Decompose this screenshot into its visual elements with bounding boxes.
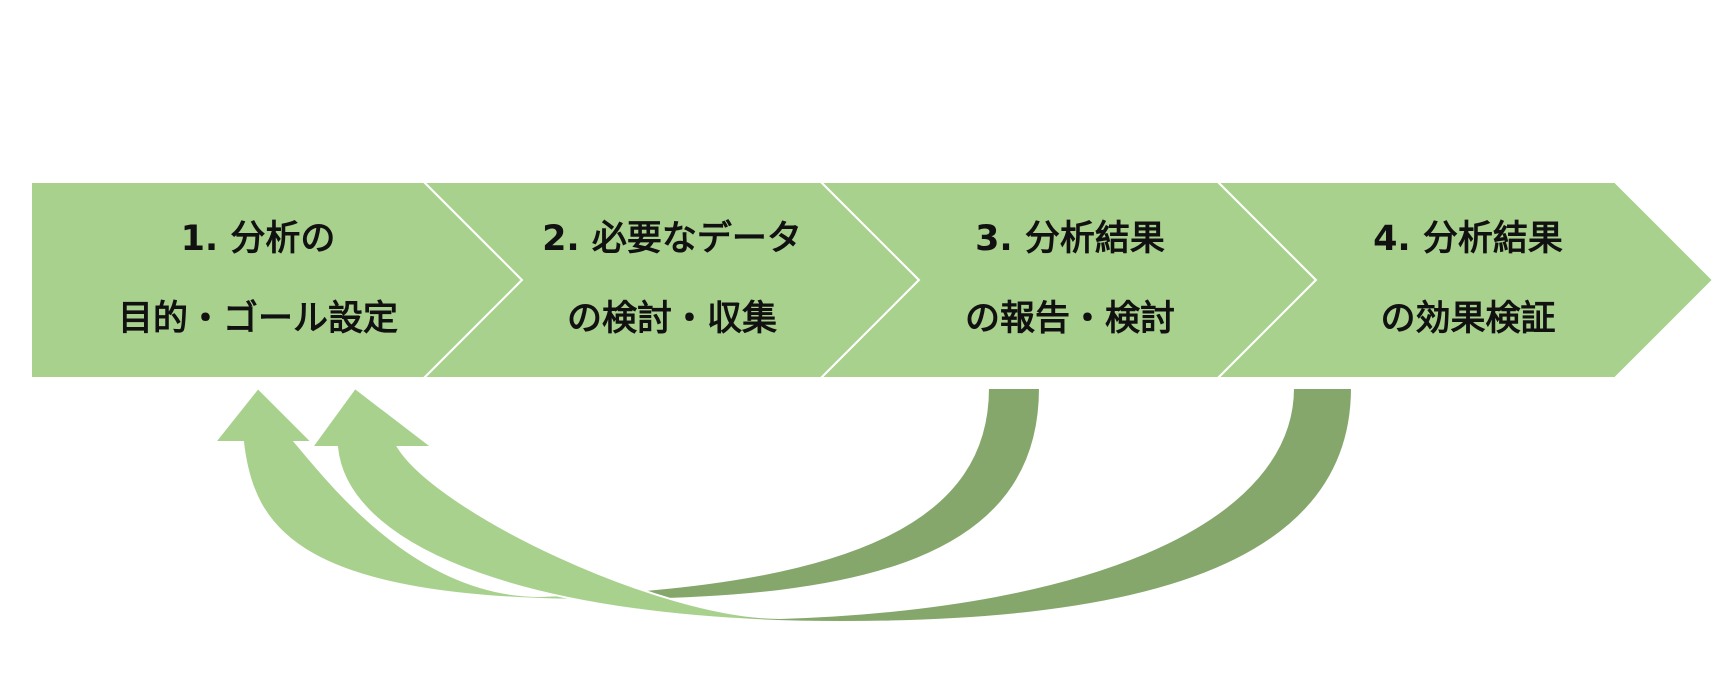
step-1-label-line1: 1. 分析の [181,219,336,259]
process-step-chevron-1 [30,181,524,379]
step-2-label-line1: 2. 必要なデータ [542,218,802,259]
step-4-label-line1: 4. 分析結果 [1373,219,1563,259]
step-4-label-line2: の効果検証 [1380,299,1555,339]
step-1-label-line2: 目的・ゴール設定 [118,298,398,339]
process-step-chevron-4 [1215,181,1715,379]
feedback-arrow-step4-to-step1 [310,386,1354,624]
step-3-label-line1: 3. 分析結果 [975,219,1165,259]
step-3-label-line2: の報告・検討 [965,299,1175,339]
feedback-arrow-step3-to-step1 [212,386,1042,602]
step-2-label-line2: の検討・収集 [567,299,777,339]
